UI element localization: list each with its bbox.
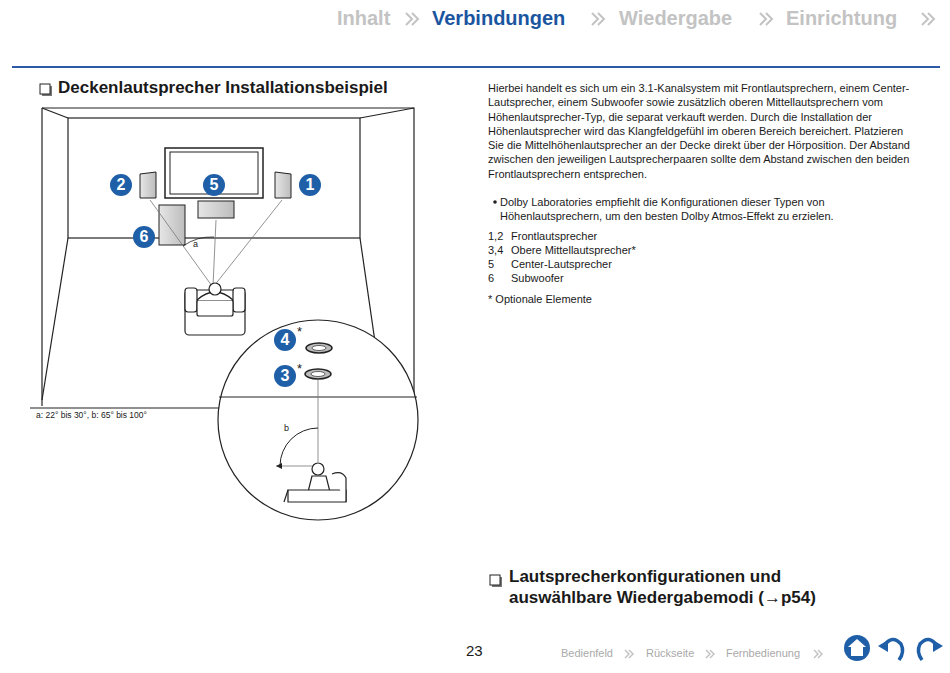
page-number: 23 xyxy=(466,643,483,660)
callout-digit: 5 xyxy=(203,174,225,196)
tv-screen xyxy=(165,148,263,198)
footer-link: Bedienfeld xyxy=(561,647,613,659)
list-text: Frontlautsprecher xyxy=(511,229,597,243)
option-mark: * xyxy=(297,325,302,338)
callout-number: 1 xyxy=(299,174,321,196)
list-number: 3,4 xyxy=(488,243,503,257)
nav-tab: Inhalt xyxy=(337,6,390,30)
angle-label: b xyxy=(284,424,289,433)
angle-note: a: 22° bis 30°, b: 65° bis 100° xyxy=(36,411,147,420)
bullet-dot xyxy=(493,200,497,204)
detail-circle xyxy=(218,320,418,520)
list-number: 6 xyxy=(488,271,494,285)
callout-digit: 4 xyxy=(274,329,296,351)
option-mark: * xyxy=(297,362,302,375)
callout-digit: 2 xyxy=(110,174,132,196)
section-title: Deckenlautsprecher Installationsbeispiel xyxy=(58,78,388,98)
callout-digit: 3 xyxy=(274,365,296,387)
callout-number: 2 xyxy=(110,174,132,196)
list-text: Center-Lautsprecher xyxy=(511,257,612,271)
footer-link: Rückseite xyxy=(646,647,694,659)
callout-digit: 1 xyxy=(299,174,321,196)
home-icon xyxy=(844,635,870,661)
callout-number: 5 xyxy=(203,174,225,196)
callout-number: 3 xyxy=(274,365,296,387)
footnote: * Optionale Elemente xyxy=(488,292,592,306)
back-icons xyxy=(878,639,943,660)
checkbox-symbol xyxy=(40,84,502,587)
list-text: Obere Mittellautsprecher* xyxy=(511,243,636,257)
callout-number: 6 xyxy=(133,226,155,248)
list-text: Subwoofer xyxy=(511,271,564,285)
callout-digit: 6 xyxy=(133,226,155,248)
section-heading: Lautsprecherkonfigurationen und auswählb… xyxy=(509,566,849,609)
nav-tab: Wiedergabe xyxy=(619,6,732,30)
nav-tab: Verbindungen xyxy=(432,6,565,30)
list-number: 5 xyxy=(488,257,494,271)
callout-number: 4 xyxy=(274,329,296,351)
list-number: 1,2 xyxy=(488,229,503,243)
body-text: Hierbei handelt es sich um ein 3.1-Kanal… xyxy=(488,81,916,181)
angle-label: a xyxy=(193,240,198,249)
bullet-text: Dolby Laboratories empfiehlt die Konfigu… xyxy=(500,195,916,224)
header-rule xyxy=(12,66,940,68)
footer-link: Fernbedienung xyxy=(726,647,800,659)
listening-lines xyxy=(150,200,282,286)
sofa-listener xyxy=(185,283,245,335)
seated-listener xyxy=(284,463,346,502)
nav-tab: Einrichtung xyxy=(786,6,897,30)
